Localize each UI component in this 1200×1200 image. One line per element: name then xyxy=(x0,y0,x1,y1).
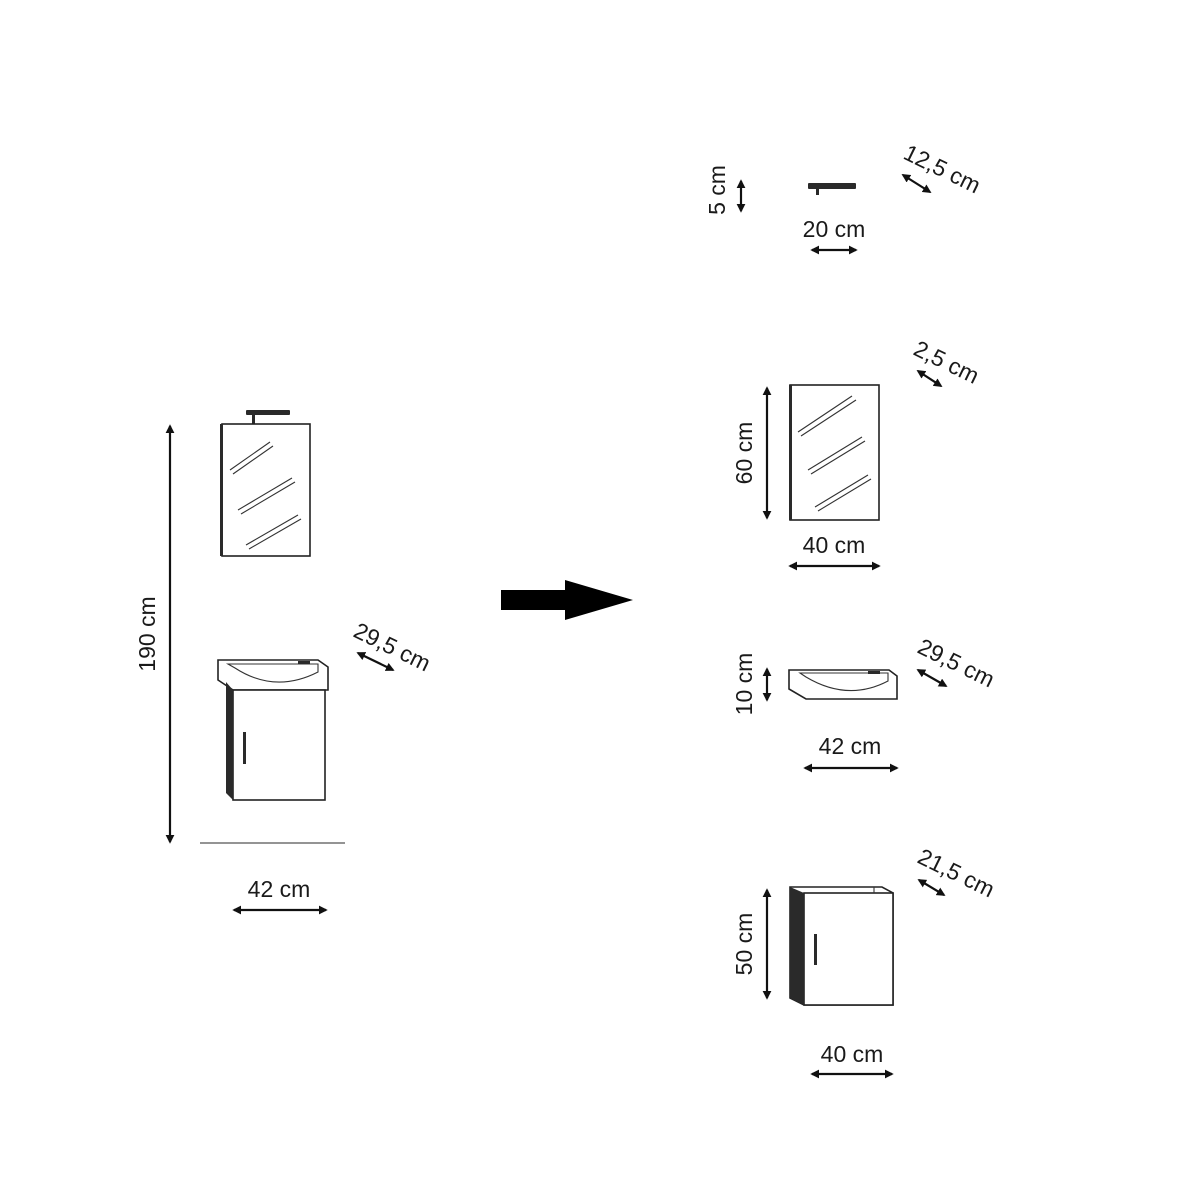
cabinet-height-label: 50 cm xyxy=(731,913,757,976)
lamp-height-label: 5 cm xyxy=(704,165,730,215)
part-basin: 10 cm 42 cm 29,5 cm xyxy=(731,633,999,773)
lamp-width-label: 20 cm xyxy=(803,216,866,242)
assembled-unit: 190 cm xyxy=(134,410,435,915)
lamp-drawing xyxy=(808,183,856,195)
basin-depth-label: 29,5 cm xyxy=(914,633,999,692)
mirror-depth-label: 2,5 cm xyxy=(910,335,983,389)
assembled-height-label: 190 cm xyxy=(134,596,160,671)
part-lamp: 5 cm 20 cm 12,5 cm xyxy=(704,139,985,255)
lamp-depth-label: 12,5 cm xyxy=(900,139,985,198)
cabinet-drawing xyxy=(789,886,894,1006)
assembled-lamp xyxy=(246,410,290,424)
cabinet-width-label: 40 cm xyxy=(821,1041,884,1067)
assembled-basin xyxy=(217,659,329,691)
assembled-depth-label: 29,5 cm xyxy=(350,617,435,676)
assembled-depth-arrow xyxy=(356,652,395,671)
assembled-cabinet xyxy=(226,682,326,801)
basin-height-label: 10 cm xyxy=(731,653,757,716)
assembled-mirror xyxy=(220,423,311,557)
right-arrow-icon xyxy=(501,580,633,620)
cabinet-depth-arrow xyxy=(917,879,946,896)
lamp-depth-arrow xyxy=(901,174,932,193)
part-mirror: 60 cm 40 cm 2,5 cm xyxy=(731,335,983,571)
mirror-width-label: 40 cm xyxy=(803,532,866,558)
mirror-height-label: 60 cm xyxy=(731,422,757,485)
part-cabinet: 50 cm 40 cm 21,5 cm xyxy=(731,843,999,1079)
basin-drawing xyxy=(788,669,898,700)
basin-width-label: 42 cm xyxy=(819,733,882,759)
assembled-width-label: 42 cm xyxy=(248,876,311,902)
mirror-drawing xyxy=(789,384,880,521)
cabinet-depth-label: 21,5 cm xyxy=(914,843,999,902)
mirror-depth-arrow xyxy=(916,370,943,387)
basin-depth-arrow xyxy=(916,669,948,687)
